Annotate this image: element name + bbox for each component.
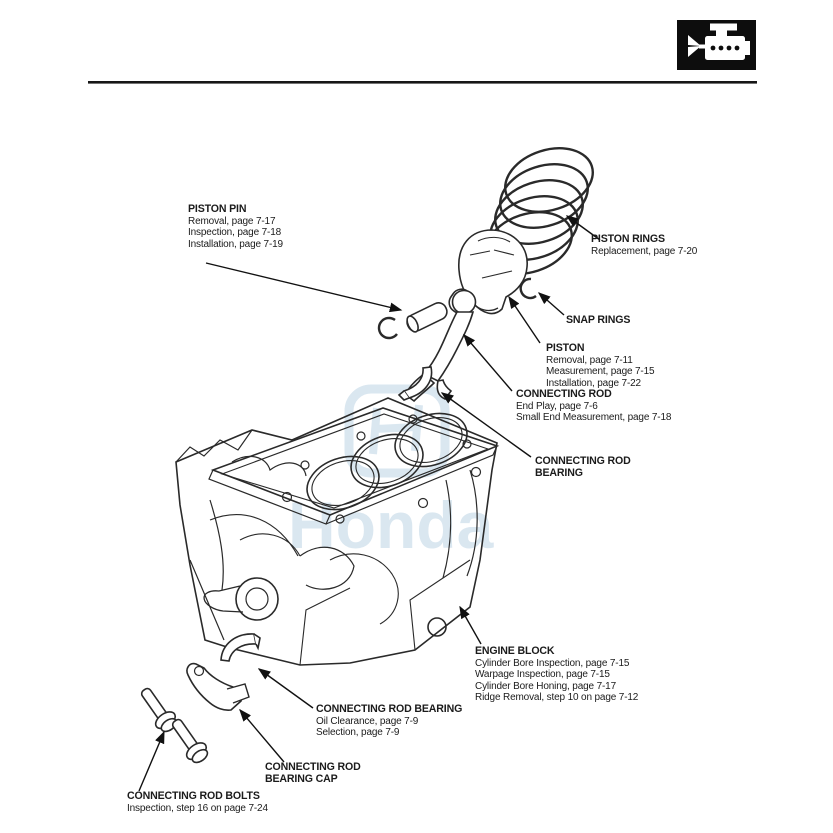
callout-line: Replacement, page 7-20 xyxy=(591,245,698,257)
connecting-rod-bearing-upper-art xyxy=(397,366,433,401)
callout-line: Ridge Removal, step 10 on page 7-12 xyxy=(475,692,639,704)
callout-title: PISTON xyxy=(546,342,585,354)
callout-line: Small End Measurement, page 7-18 xyxy=(516,412,672,424)
connecting-rod-bearing-cap-art xyxy=(186,662,250,711)
callout-line: Inspection, page 7-18 xyxy=(188,227,282,239)
callout-title: ENGINE BLOCK xyxy=(475,645,555,657)
callout-line: Installation, page 7-19 xyxy=(188,238,283,250)
callout-line: Oil Clearance, page 7-9 xyxy=(316,715,419,727)
connecting-rod-bearing-lower-art xyxy=(220,633,261,662)
svg-text:Honda: Honda xyxy=(288,488,495,562)
leader-piston-pin xyxy=(205,262,403,313)
callout-line: Inspection, step 16 on page 7-24 xyxy=(127,802,268,814)
callout-connecting-rod-bearing-cap: CONNECTING ROD BEARING CAP xyxy=(265,761,390,785)
leader-snap-rings xyxy=(537,292,565,316)
piston-pin-art xyxy=(406,302,448,333)
honda-watermark: Honda xyxy=(288,384,495,562)
leader-connecting-rod-bearing-lower xyxy=(257,668,314,709)
callout-line: Removal, page 7-17 xyxy=(188,215,276,227)
callout-line: Removal, page 7-11 xyxy=(546,354,633,366)
leader-piston-rings xyxy=(565,215,601,241)
callout-title: PISTON PIN xyxy=(188,203,247,215)
engine-icon xyxy=(677,20,756,70)
leader-connecting-rod-bearing-upper xyxy=(440,392,532,458)
callout-line: Warpage Inspection, page 7-15 xyxy=(475,669,610,681)
snap-rings-art xyxy=(377,277,537,340)
callout-line: Measurement, page 7-15 xyxy=(546,366,655,378)
callout-line: End Play, page 7-6 xyxy=(516,400,598,412)
callout-line: Cylinder Bore Inspection, page 7-15 xyxy=(475,657,630,669)
callout-line: Cylinder Bore Honing, page 7-17 xyxy=(475,680,616,692)
leader-connecting-rod-bearing-cap xyxy=(239,708,285,763)
connecting-rod-bolts-art xyxy=(140,687,209,764)
callout-line: Installation, page 7-22 xyxy=(546,377,641,389)
engine-block-art xyxy=(175,397,500,666)
leader-connecting-rod-bolts xyxy=(138,730,165,792)
leader-piston xyxy=(508,295,541,344)
header-rule xyxy=(88,81,757,84)
callout-title: SNAP RINGS xyxy=(566,314,631,326)
callout-title: CONNECTING ROD BEARING xyxy=(316,703,463,715)
callout-line: Selection, page 7-9 xyxy=(316,727,400,739)
leader-engine-block xyxy=(459,605,482,645)
callout-title: CONNECTING ROD BEARING CAP xyxy=(265,761,361,785)
callout-title: CONNECTING ROD BEARING xyxy=(535,455,631,479)
callout-title: PISTON RINGS xyxy=(591,233,665,245)
callout-connecting-rod-bearing-upper: CONNECTING ROD BEARING xyxy=(535,455,655,479)
callout-snap-rings: SNAP RINGS xyxy=(566,314,686,327)
callout-title: CONNECTING ROD xyxy=(516,388,612,400)
leader-connecting-rod xyxy=(463,333,513,392)
callout-title: CONNECTING ROD BOLTS xyxy=(127,790,260,802)
